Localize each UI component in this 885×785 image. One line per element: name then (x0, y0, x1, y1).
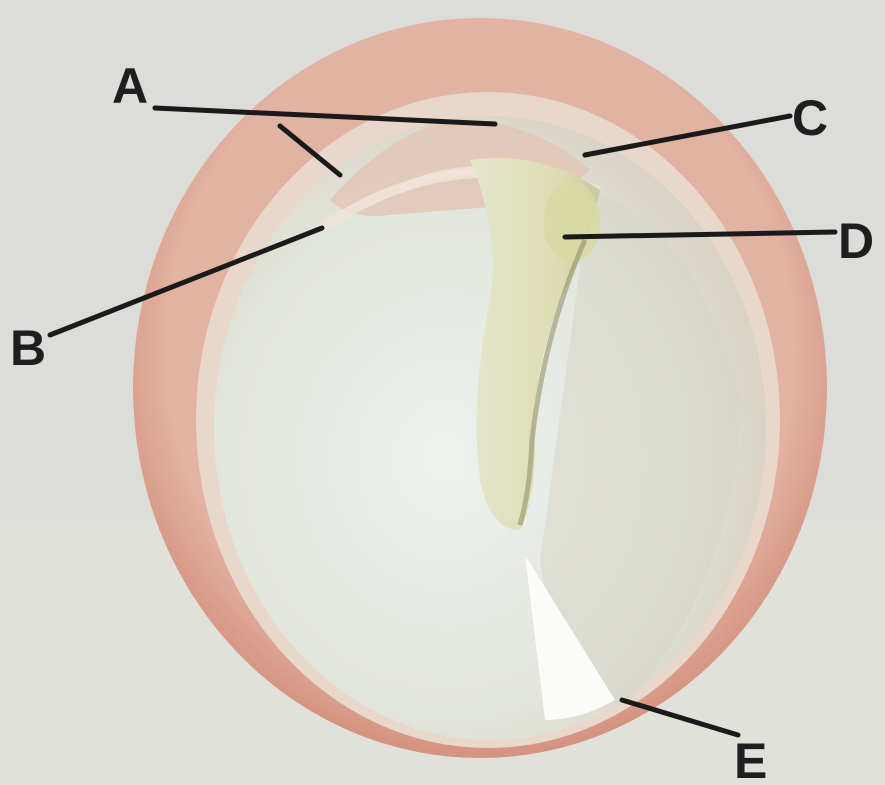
lateral-process (544, 182, 600, 262)
label-b: B (10, 320, 46, 376)
label-c: C (792, 90, 828, 146)
label-d: D (838, 213, 874, 269)
label-a: A (112, 58, 148, 114)
label-e: E (734, 733, 767, 785)
